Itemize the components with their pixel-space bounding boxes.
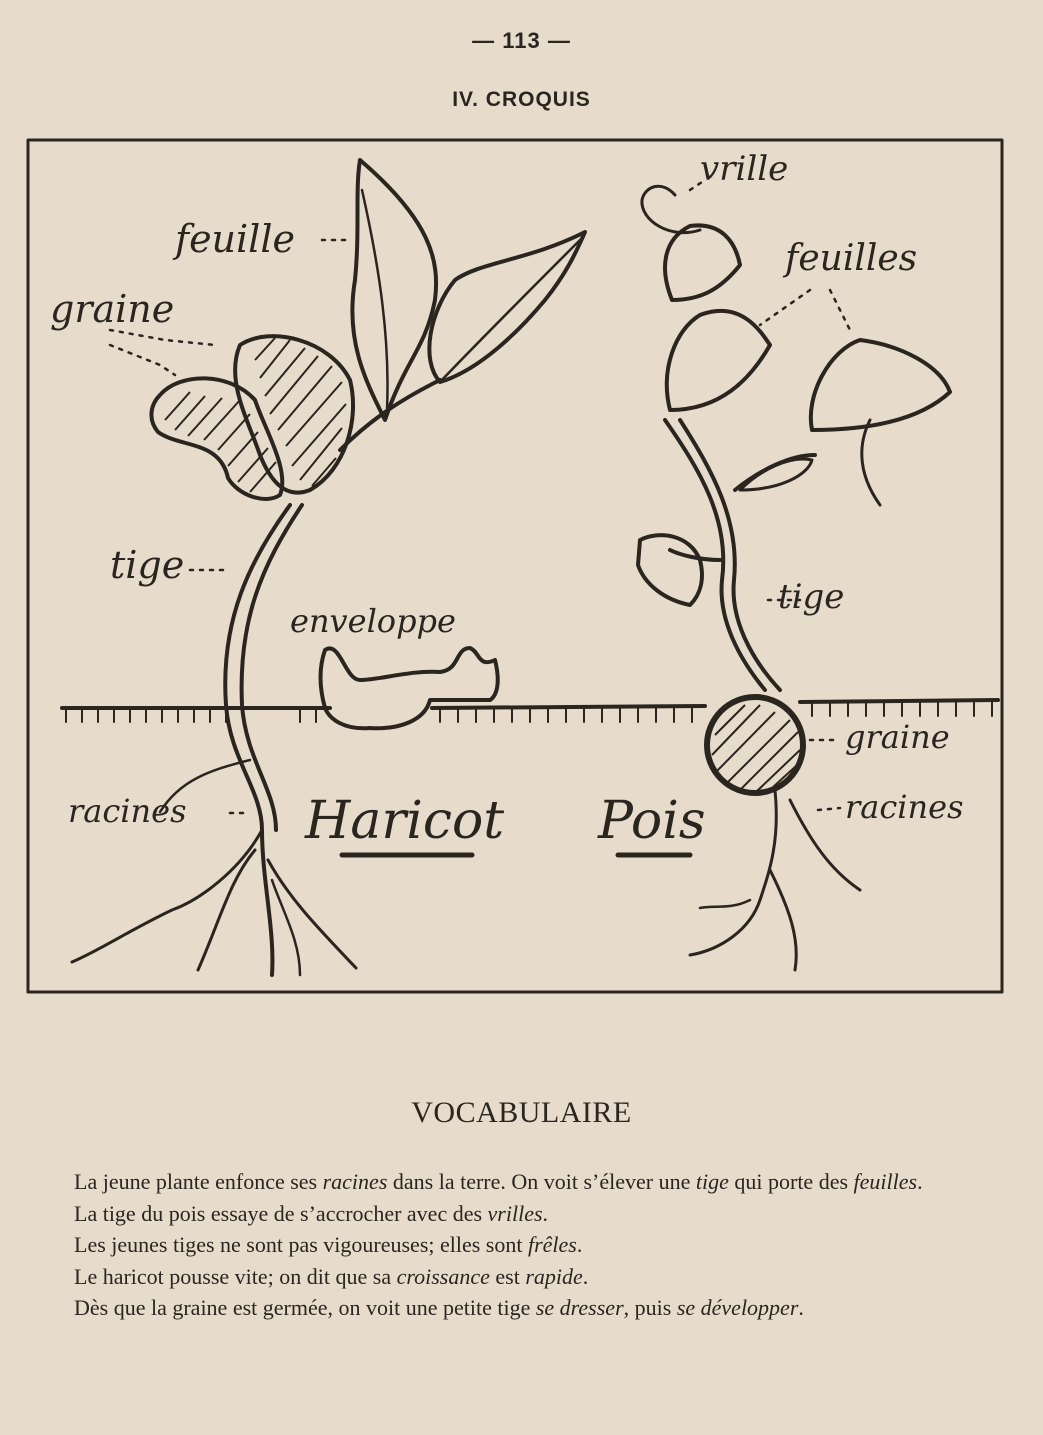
croquis-figure: feuille graine tige enveloppe racines Ha… [26, 138, 1004, 994]
vocabulary-run: . [798, 1295, 804, 1320]
vocabulary-term: racines [322, 1169, 388, 1194]
vocabulary-term: se dresser [535, 1295, 624, 1320]
vocabulary-run: . [576, 1232, 583, 1257]
vocabulary-paragraph: Les jeunes tiges ne sont pas vigoureuses… [46, 1229, 1002, 1261]
pois-title: Pois [597, 791, 706, 851]
label-enveloppe: enveloppe [290, 602, 456, 640]
ground-line [60, 698, 1000, 710]
label-feuille: feuille [172, 217, 295, 261]
vocabulary-term: vrilles [487, 1200, 543, 1226]
vocabulary-run: . [542, 1200, 549, 1226]
vocabulary-run: Le haricot pousse vite; on dit que sa [74, 1263, 397, 1289]
vocabulary-run: Dès que la graine est germée, on voit un… [74, 1295, 536, 1320]
vocabulary-title: VOCABULAIRE [411, 1096, 632, 1129]
haricot-title: Haricot [304, 791, 504, 851]
vocabulary-term: croissance [396, 1263, 490, 1289]
label-vrille: vrille [700, 149, 788, 189]
haricot-plant [70, 158, 587, 977]
vocabulary-run: dans la terre. On voit s’élever une [387, 1169, 696, 1194]
vocabulary-run: qui porte des [728, 1169, 854, 1194]
figure-frame [26, 138, 1004, 994]
label-racines-haricot: racines [68, 792, 187, 830]
label-tige-pois: tige [778, 577, 844, 617]
vocabulary-paragraph: Dès que la graine est germée, on voit un… [46, 1292, 1002, 1324]
vocabulary-run: , puis [623, 1295, 677, 1320]
vocabulary-run: La jeune plante enfonce ses [74, 1169, 323, 1194]
vocabulary-paragraph: Le haricot pousse vite; on dit que sa cr… [46, 1261, 1002, 1293]
label-racines-pois: racines [845, 788, 964, 826]
vocabulary-text: La jeune plante enfonce ses racines dans… [46, 1166, 1002, 1324]
vocabulary-term: se développer [676, 1295, 799, 1320]
vocabulary-run: . [582, 1263, 589, 1289]
vocabulary-paragraph: La tige du pois essaye de s’accrocher av… [46, 1198, 1002, 1230]
vocabulary-run: est [489, 1263, 526, 1289]
vocabulary-term: rapide [525, 1263, 583, 1289]
label-graine-pois: graine [845, 718, 950, 756]
vocabulary-run: Les jeunes tiges ne sont pas vigoureuses… [74, 1232, 528, 1257]
label-feuilles: feuilles [782, 238, 917, 279]
vocabulary-run: . [917, 1169, 923, 1194]
seed-hatching [164, 337, 801, 793]
page-number: — 113 — [472, 28, 571, 53]
vocabulary-term: tige [695, 1169, 729, 1194]
vocabulary-paragraph: La jeune plante enfonce ses racines dans… [46, 1166, 1002, 1198]
leader-lines [108, 178, 852, 815]
label-tige-haricot: tige [110, 543, 184, 587]
vocabulary-term: frêles [527, 1232, 577, 1257]
pois-seed [704, 694, 806, 796]
vocabulary-term: feuilles [853, 1169, 918, 1194]
label-graine-haricot: graine [50, 287, 174, 331]
pois-plant [615, 184, 952, 972]
vocabulary-run: La tige du pois essaye de s’accrocher av… [74, 1200, 488, 1226]
section-title: IV. CROQUIS [452, 88, 591, 111]
